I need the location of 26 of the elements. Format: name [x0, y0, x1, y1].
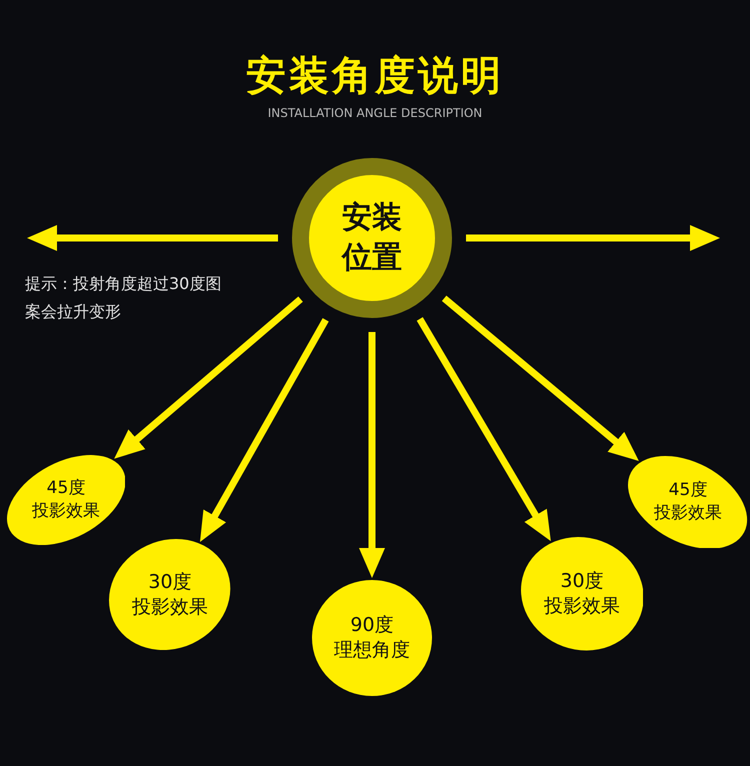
node-text: 投影效果 — [132, 594, 208, 620]
arrow — [416, 317, 551, 542]
node-text: 90度 — [350, 613, 394, 638]
arrow — [466, 225, 720, 251]
node-text: 安装位置 — [340, 199, 403, 277]
projection-ellipse — [520, 537, 644, 651]
arrow — [114, 296, 303, 459]
node-text: 30度 — [148, 570, 192, 595]
title: 安装角度说明 — [246, 53, 504, 99]
projection-ellipse — [109, 539, 231, 650]
node-text: 投影效果 — [32, 500, 100, 523]
subtitle: INSTALLATION ANGLE DESCRIPTION — [268, 106, 482, 120]
node-text: 理想角度 — [334, 638, 410, 663]
arrow — [442, 296, 639, 461]
arrow — [359, 332, 385, 578]
arrow — [200, 318, 329, 542]
node-text: 投影效果 — [544, 594, 620, 619]
node-text: 30度 — [560, 568, 604, 594]
node-text: 投影效果 — [654, 502, 722, 525]
tip-note: 提示：投射角度超过30度图案会拉升变形 — [25, 274, 222, 321]
node-text: 45度 — [668, 478, 708, 502]
projection-ellipse — [6, 454, 126, 546]
node-text: 45度 — [46, 476, 86, 500]
projection-ellipse — [628, 456, 748, 548]
projection-ellipse — [312, 580, 432, 696]
arrow — [27, 225, 278, 251]
